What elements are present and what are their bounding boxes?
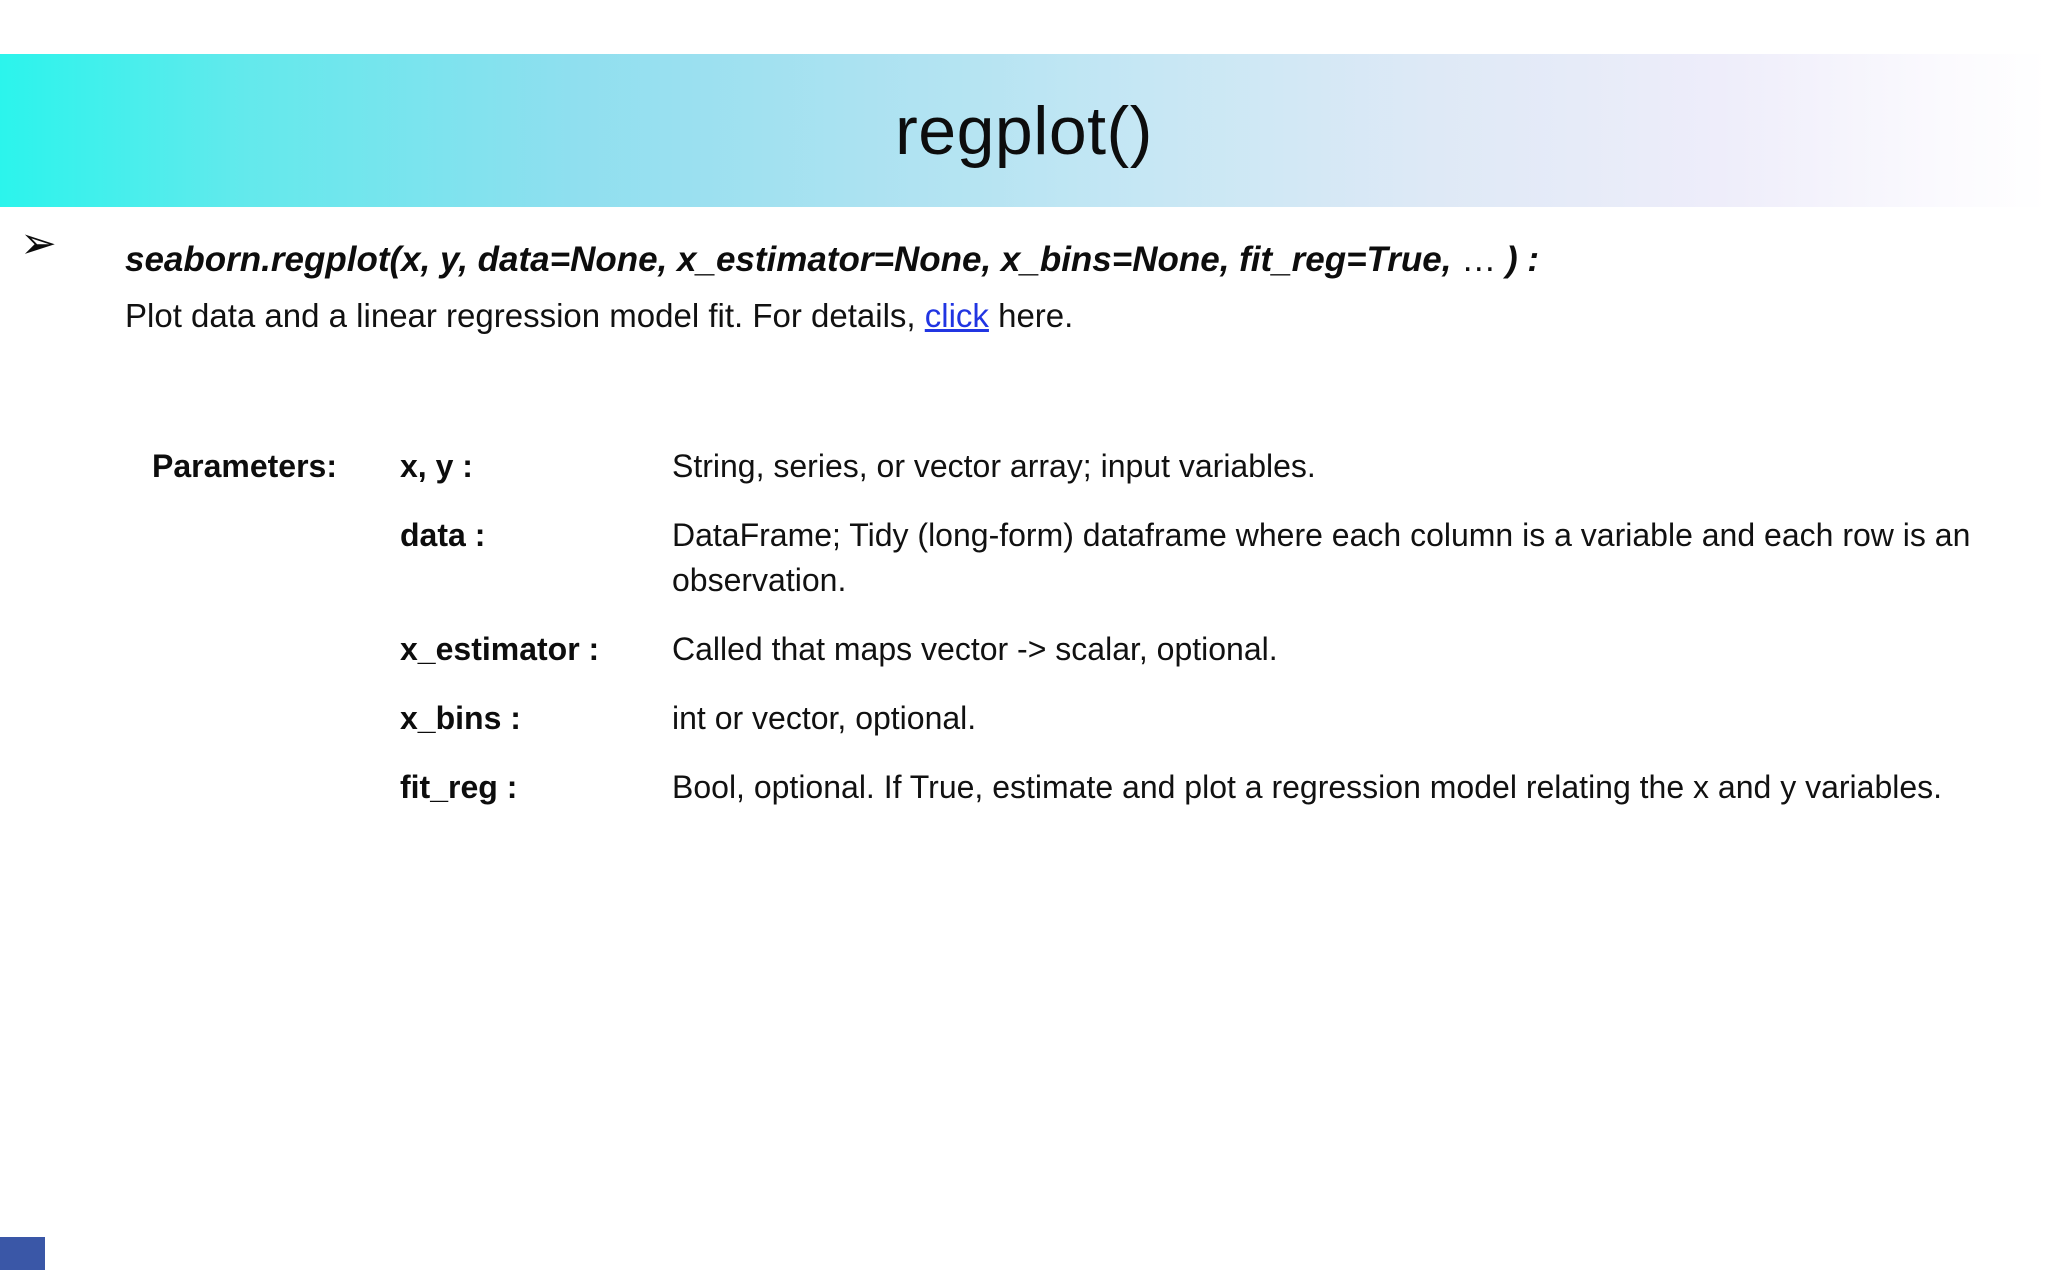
param-name: x, y : [400,448,473,484]
parameters-label: Parameters: [152,448,337,484]
function-signature: seaborn.regplot(x, y, data=None, x_estim… [125,238,1925,282]
title-banner: regplot() [0,54,2048,207]
function-description: Plot data and a linear regression model … [125,297,1073,335]
signature-closing: ) : [1505,240,1539,279]
param-description: int or vector, optional. [672,700,977,736]
spacer-cell [152,627,400,672]
description-text-before-link: Plot data and a linear regression model … [125,297,925,334]
param-description: String, series, or vector array; input v… [672,448,1316,484]
spacer-cell [152,696,400,741]
signature-main-text: seaborn.regplot(x, y, data=None, x_estim… [125,240,1452,279]
parameters-table: Parameters: x, y : String, series, or ve… [152,444,2002,810]
description-text-after-link: here. [988,297,1074,334]
param-name: x_estimator : [400,631,600,667]
param-name: data : [400,517,486,553]
signature-ellipsis: … [1451,240,1506,279]
spacer-cell [152,513,400,603]
click-here-link[interactable]: click [924,297,989,334]
corner-accent-shape [0,1237,45,1270]
page-title: regplot() [895,92,1153,169]
param-description: Bool, optional. If True, estimate and pl… [672,769,1943,805]
param-name: x_bins : [400,700,521,736]
param-description: DataFrame; Tidy (long-form) dataframe wh… [672,517,1971,598]
spacer-cell [152,765,400,810]
param-description: Called that maps vector -> scalar, optio… [672,631,1278,667]
param-name: fit_reg : [400,769,518,805]
bullet-arrow-icon: ➢ [20,219,57,268]
